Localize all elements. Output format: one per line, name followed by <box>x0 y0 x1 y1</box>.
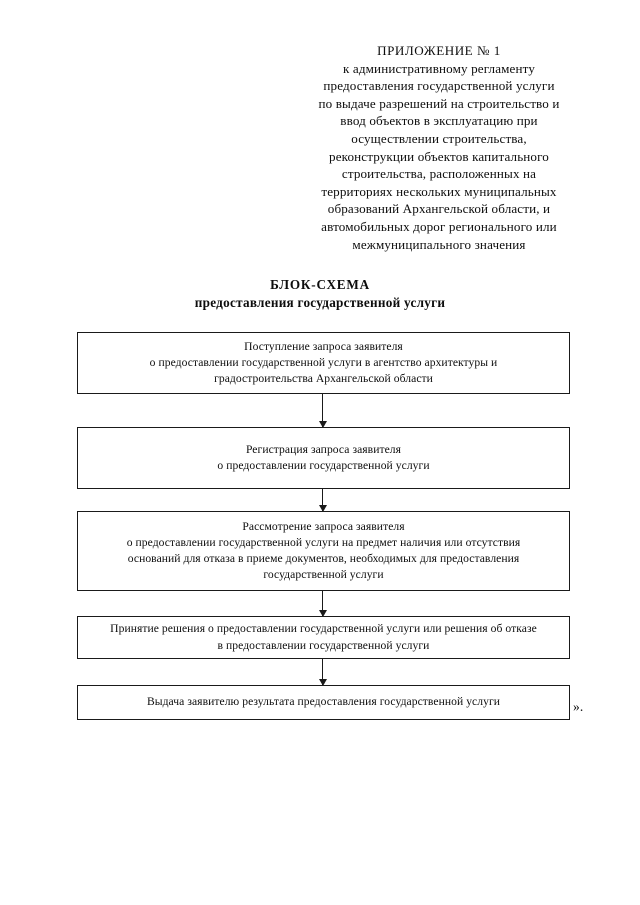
page-title-line-1: БЛОК-СХЕМА <box>270 277 370 292</box>
node-1-line-3: градостроительства Архангельской области <box>214 372 433 386</box>
page-title: БЛОК-СХЕМА предоставления государственно… <box>70 276 570 312</box>
header-line-4: ввод объектов в эксплуатацию при <box>340 113 538 129</box>
flowchart-arrow-2-to-3 <box>322 489 324 511</box>
header-line-9: образований Архангельской области, и <box>327 201 551 217</box>
flowchart-arrow-3-to-4 <box>322 591 324 616</box>
header-line-2: предоставления государственной услуги <box>323 78 555 94</box>
header-line-3: по выдаче разрешений на строительство и <box>318 95 560 111</box>
header-line-7: строительства, расположенных на <box>341 166 537 182</box>
node-3-line-2: о предоставлении государственной услуги … <box>126 535 521 549</box>
page-title-line-2: предоставления государственной услуги <box>194 295 446 310</box>
flowchart-node-2: Регистрация запроса заявителя о предоста… <box>77 427 570 489</box>
node-1-line-2: о предоставлении государственной услуги … <box>149 355 498 369</box>
node-2-line-1: Регистрация запроса заявителя <box>245 442 402 456</box>
flowchart-node-3: Рассмотрение запроса заявителя о предост… <box>77 511 570 591</box>
node-4-line-2: в предоставлении государственной услуги <box>217 638 430 652</box>
node-4-line-1: Принятие решения о предоставлении госуда… <box>110 622 537 636</box>
node-3-line-3: оснований для отказа в приеме документов… <box>127 552 520 565</box>
flowchart-arrow-1-to-2 <box>322 394 324 427</box>
flowchart-arrow-4-to-5 <box>322 659 324 685</box>
header-line-1: к административному регламенту <box>343 60 535 76</box>
node-2-line-2: о предоставлении государственной услуги <box>217 459 430 472</box>
appendix-label: ПРИЛОЖЕНИЕ № 1 <box>377 43 501 58</box>
node-3-line-1: Рассмотрение запроса заявителя <box>242 519 405 533</box>
header-line-6: реконструкции объектов капитального <box>329 148 549 164</box>
node-3-line-4: государственной услуги <box>263 568 384 582</box>
header-line-8: территориях нескольких муниципальных <box>321 183 557 199</box>
header-line-11: межмуниципального значения <box>352 236 526 252</box>
flowchart-node-5: Выдача заявителю результата предоставлен… <box>77 685 570 720</box>
flowchart-node-1: Поступление запроса заявителя о предоста… <box>77 332 570 394</box>
flowchart-node-4: Принятие решения о предоставлении госуда… <box>77 616 570 659</box>
appendix-header: ПРИЛОЖЕНИЕ № 1 к административному регла… <box>296 42 582 253</box>
header-line-10: автомобильных дорог регионального или <box>321 218 557 234</box>
node-1-line-1: Поступление запроса заявителя <box>244 339 403 353</box>
closing-quotation-mark: ». <box>573 699 584 714</box>
node-5-line-1: Выдача заявителю результата предоставлен… <box>146 695 501 709</box>
header-line-5: осуществлении строительства, <box>351 130 527 146</box>
